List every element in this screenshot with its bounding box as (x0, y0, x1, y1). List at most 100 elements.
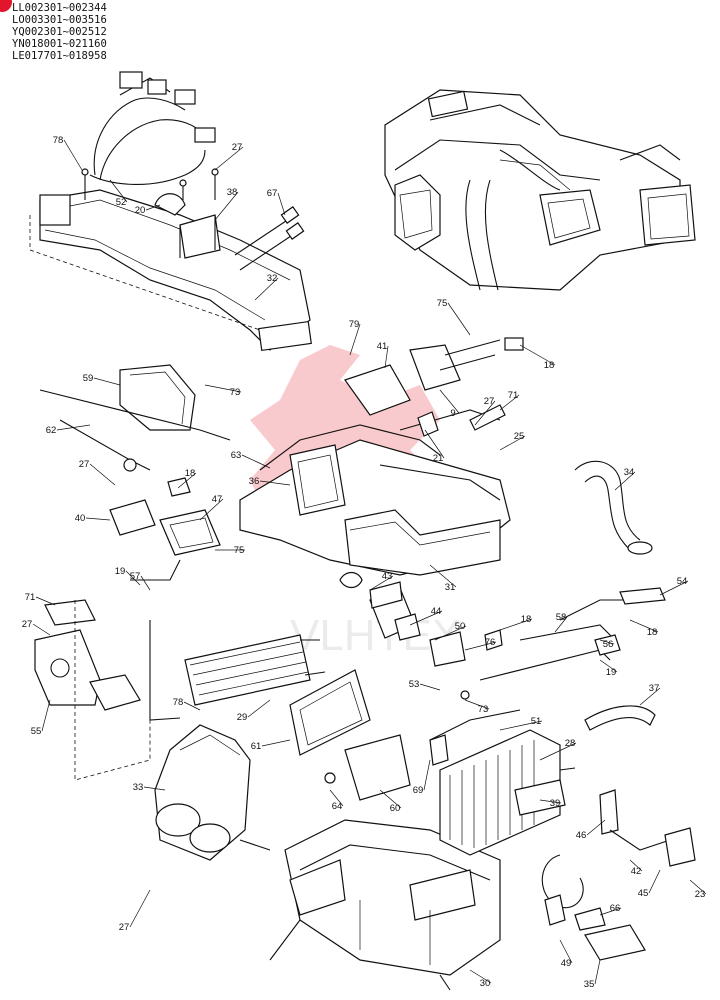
callout-number: 19 (606, 667, 617, 678)
leader-line (204, 384, 242, 393)
leader-line (56, 424, 91, 431)
callout-number: 19 (115, 566, 126, 577)
callout-number: 78 (53, 135, 64, 146)
leader-line (419, 683, 441, 691)
leader-line (409, 610, 443, 626)
leader-line (89, 463, 116, 486)
leader-line (559, 939, 573, 964)
leader-line (93, 377, 121, 386)
callout-number: 20 (135, 205, 146, 216)
leader-line (594, 959, 601, 985)
callout-number: 49 (561, 958, 572, 969)
callout-number: 41 (377, 341, 388, 352)
serial-range: YN018001~021160 (12, 38, 107, 50)
callout-number: 34 (624, 467, 635, 478)
leader-line (145, 204, 161, 211)
leader-lines (32, 139, 707, 985)
callout-number: 27 (22, 619, 33, 630)
callout-number: 76 (485, 637, 496, 648)
callout-number: 60 (390, 803, 401, 814)
callout-number: 53 (409, 679, 420, 690)
callout-number: 56 (603, 639, 614, 650)
leader-line (648, 869, 661, 894)
callout-number: 18 (544, 360, 555, 371)
small-parts-center (369, 581, 503, 766)
leader-line (434, 625, 467, 641)
serial-range: LO003301~003516 (12, 14, 107, 26)
leader-line (384, 345, 389, 369)
callout-number: 52 (116, 197, 127, 208)
callout-number: 75 (234, 545, 245, 556)
leader-line (429, 564, 457, 588)
hose-34-37 (574, 460, 656, 731)
leader-line (539, 742, 577, 761)
leader-line (32, 623, 51, 636)
leader-line (554, 616, 568, 633)
leader-line (199, 498, 224, 521)
callout-number: 27 (232, 142, 243, 153)
leader-line (254, 277, 279, 301)
callout-number: 54 (677, 576, 688, 587)
callout-number: 50 (455, 621, 466, 632)
callout-number: 18 (647, 627, 658, 638)
serial-range: LL002301~002344 (12, 2, 107, 14)
leader-line (277, 192, 286, 216)
callout-number: 79 (349, 319, 360, 330)
leader-line (539, 799, 562, 804)
callout-number: 39 (550, 798, 561, 809)
leader-line (464, 699, 490, 710)
leader-line (499, 435, 526, 451)
leader-line (177, 472, 197, 489)
callout-number: 28 (565, 738, 576, 749)
leader-line (469, 969, 492, 984)
leader-line (423, 759, 431, 791)
leader-line (140, 575, 151, 591)
bracket-41-9 (344, 337, 524, 437)
callout-number: 69 (413, 785, 424, 796)
leader-line (369, 575, 394, 591)
callout-number: 23 (695, 889, 706, 900)
leader-line (586, 819, 606, 836)
leader-line (41, 699, 51, 732)
callout-number: 32 (267, 273, 278, 284)
leader-line (125, 570, 141, 586)
callout-number: 9 (450, 408, 455, 419)
leader-line (379, 789, 402, 809)
leader-line (464, 641, 497, 651)
leader-line (614, 471, 636, 491)
leader-line (143, 786, 166, 791)
leader-line (639, 687, 661, 706)
leader-line (474, 400, 496, 426)
callout-number: 27 (119, 922, 130, 933)
air-duct-upper (29, 189, 312, 352)
frame-61 (289, 669, 411, 801)
callout-number: 63 (231, 450, 242, 461)
duct-33 (154, 724, 271, 861)
callout-number: 21 (433, 453, 444, 464)
callout-number: 18 (185, 468, 196, 479)
callout-number: 67 (267, 188, 278, 199)
leader-line (183, 701, 201, 711)
leader-line (599, 639, 615, 645)
callout-number: 78 (173, 697, 184, 708)
callout-number: 36 (249, 476, 260, 487)
leader-line (214, 191, 239, 221)
callout-number: 37 (649, 683, 660, 694)
callout-number: 40 (75, 513, 86, 524)
leader-line (519, 344, 556, 366)
heater-case-center (239, 409, 511, 639)
leader-line (689, 879, 707, 895)
sensor-parts-right (541, 789, 696, 961)
leader-line (35, 596, 56, 606)
callout-number: 29 (237, 712, 248, 723)
leader-line (349, 323, 361, 356)
callout-number: 47 (212, 494, 223, 505)
leader-line (629, 619, 659, 633)
callout-number: 42 (631, 866, 642, 877)
callout-number: 31 (445, 582, 456, 593)
callout-number: 25 (514, 431, 525, 442)
evaporator-28 (439, 729, 576, 856)
callout-number: 27 (484, 396, 495, 407)
